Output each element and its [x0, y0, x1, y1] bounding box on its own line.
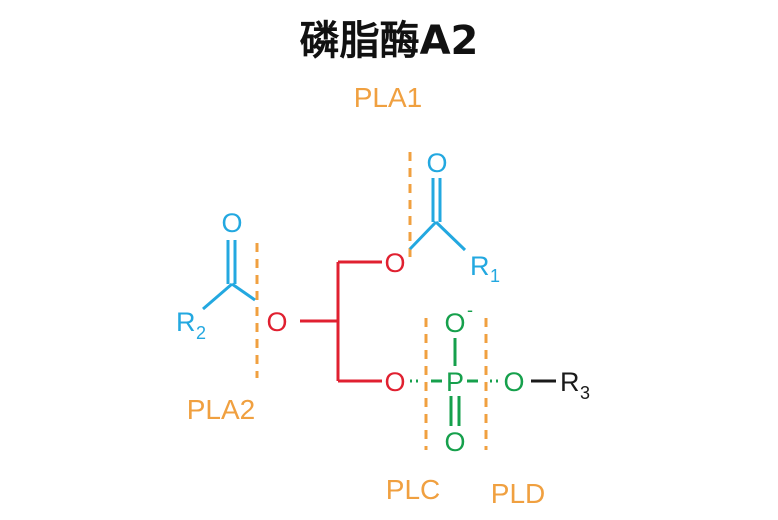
r2-group-label: R	[176, 307, 196, 337]
negative-charge: -	[467, 300, 473, 320]
site-label-plc: PLC	[386, 474, 440, 505]
phosphorus-atom: P	[446, 367, 464, 397]
page-title: 磷脂酶A2	[299, 18, 479, 64]
r1-subscript: 1	[490, 266, 500, 286]
r1-group-label: R	[470, 251, 490, 281]
phosphate-bonds	[410, 338, 500, 426]
ester-oxygen-sn3: O	[384, 367, 405, 397]
r2-subscript: 2	[196, 323, 206, 343]
ester-oxygen-sn1: O	[384, 248, 405, 278]
phosphate-oxygen-anion: O	[444, 308, 465, 338]
site-label-pla1: PLA1	[354, 82, 423, 113]
site-label-pla2: PLA2	[187, 394, 256, 425]
carbonyl-oxygen-sn2: O	[221, 208, 242, 238]
carbonyl-oxygen-sn1: O	[426, 148, 447, 178]
site-label-pld: PLD	[491, 478, 545, 509]
phosphate-oxygen-double: O	[444, 427, 465, 457]
phosphate-oxygen-ester: O	[503, 367, 524, 397]
acyl-group-sn2	[202, 240, 256, 311]
glycerol-backbone	[300, 260, 382, 383]
r3-subscript: 3	[580, 383, 590, 403]
ester-oxygen-sn2: O	[266, 307, 287, 337]
r3-group-label: R	[560, 367, 580, 397]
acyl-group-sn1	[408, 178, 467, 252]
